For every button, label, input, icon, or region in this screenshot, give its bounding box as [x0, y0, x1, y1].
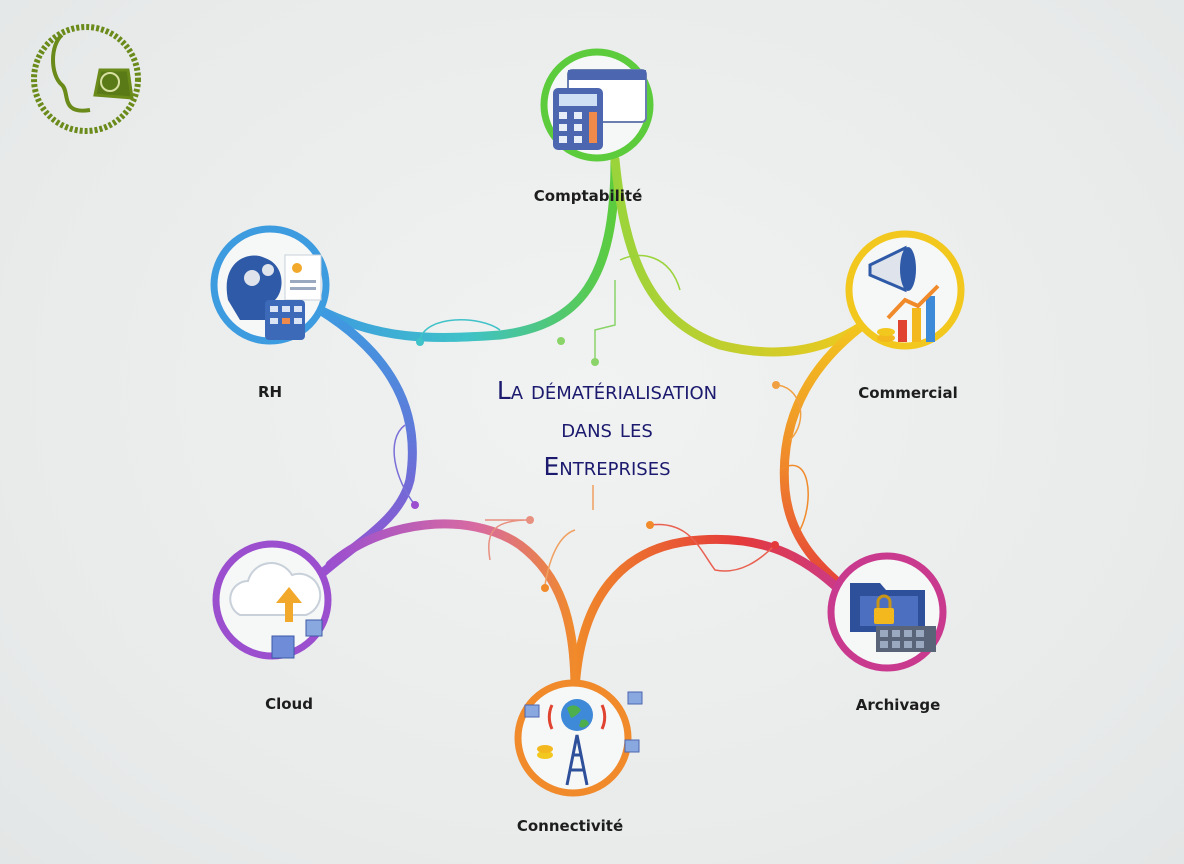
title-line-1: La dématérialisation	[496, 376, 718, 405]
label-comptabilite: Comptabilité	[533, 187, 643, 205]
folder-lock-icon	[850, 583, 936, 652]
cloud-upload-icon	[229, 562, 323, 659]
label-connectivite: Connectivité	[516, 817, 624, 835]
connector-connectivite-archivage	[570, 534, 855, 695]
connector-comptabilite-commercial	[610, 155, 875, 357]
connector-rh-cloud	[315, 305, 417, 580]
title-line-3: Entreprises	[543, 452, 671, 481]
title-line-2: dans les	[561, 414, 653, 443]
connector-commercial-archivage	[779, 315, 875, 605]
stethoscope-phone-logo	[31, 24, 141, 134]
connector-cloud-connectivite	[325, 519, 580, 695]
connector-rh-comptabilite	[315, 155, 620, 342]
label-cloud: Cloud	[265, 695, 313, 713]
diagram-title: La dématérialisation dans les Entreprise…	[497, 372, 717, 486]
label-commercial: Commercial	[858, 384, 958, 402]
calculator-spreadsheet-icon	[553, 69, 647, 150]
label-archivage: Archivage	[855, 696, 941, 714]
node-ring-connectivite	[514, 679, 632, 797]
antenna-globe-icon	[524, 691, 643, 786]
head-gears-icon	[226, 254, 322, 340]
label-rh: RH	[257, 383, 283, 401]
megaphone-chart-icon	[868, 245, 940, 342]
